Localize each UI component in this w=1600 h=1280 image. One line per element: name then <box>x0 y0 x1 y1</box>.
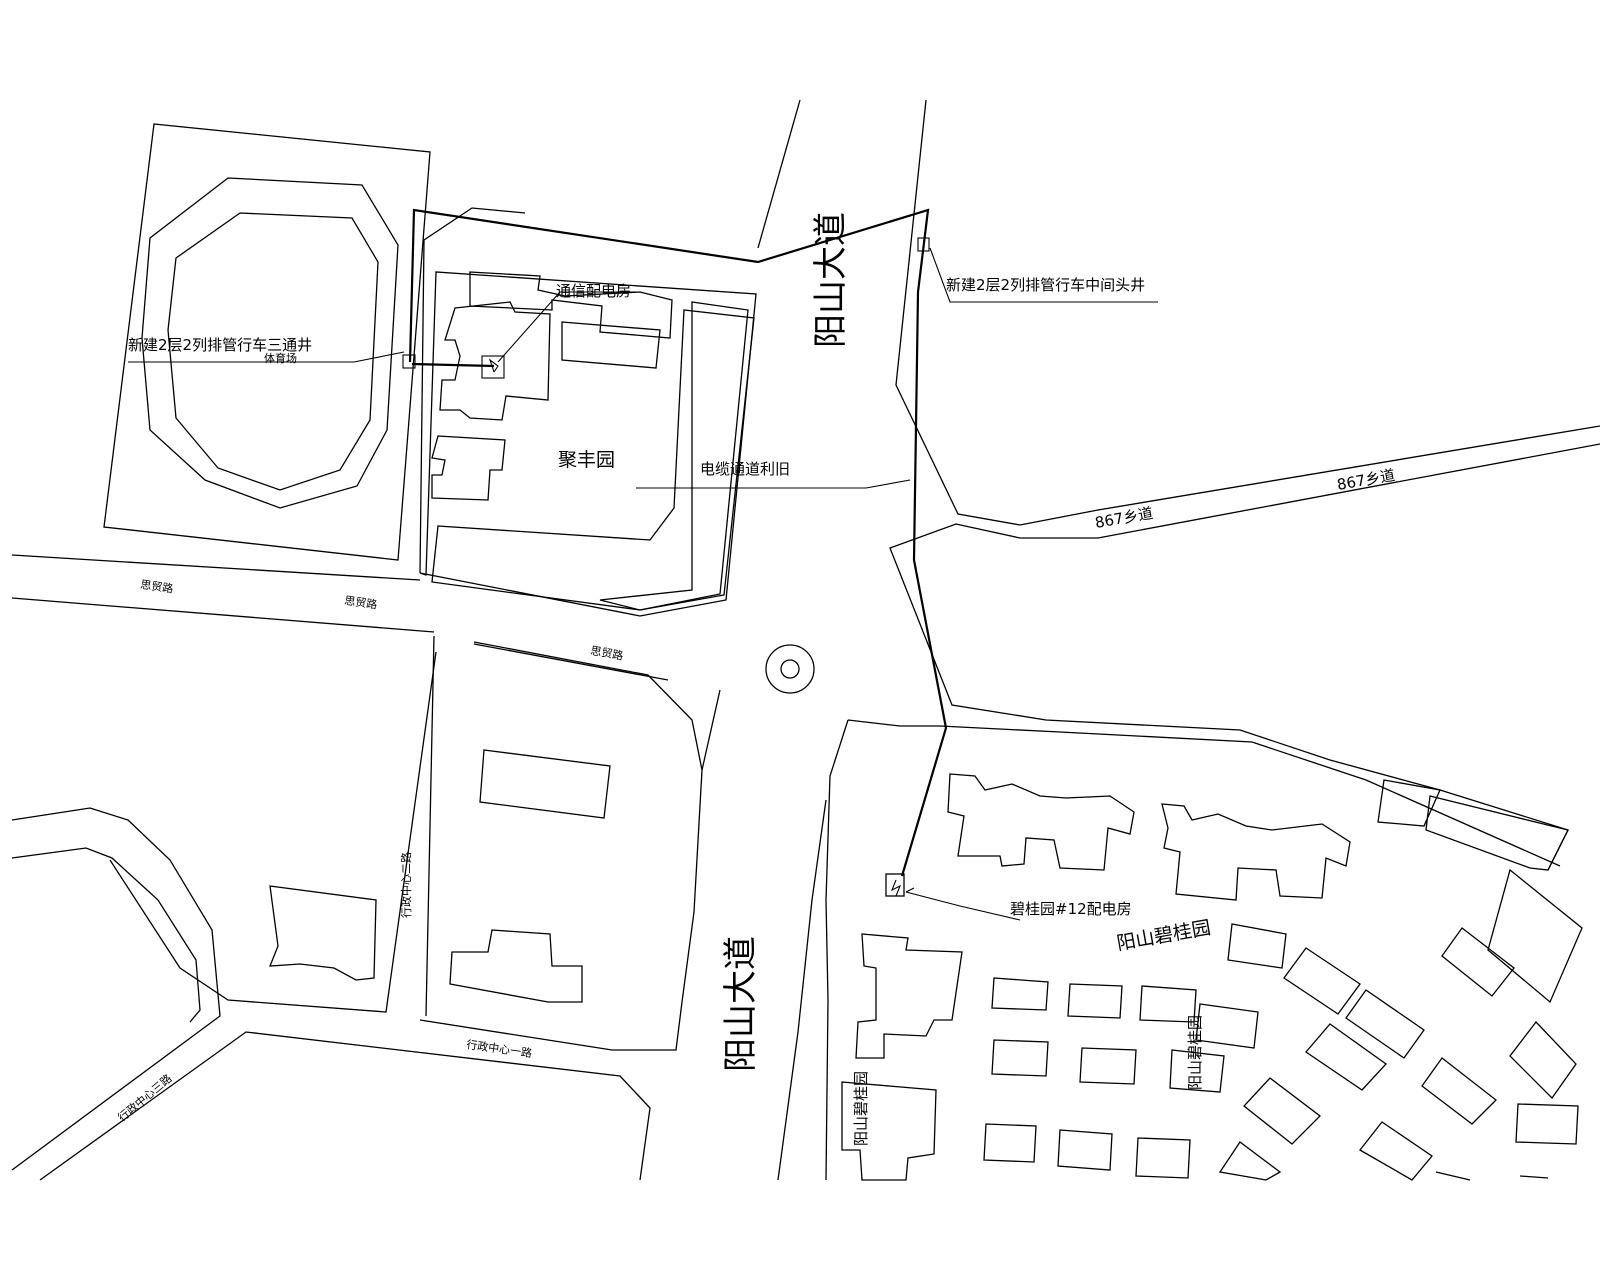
label-simao-road-2: 思贸路 <box>344 594 378 611</box>
label-new-well-tee: 新建2层2列排管行车三通井 <box>128 336 312 354</box>
label-yangshan-biguiyuan: 阳山碧桂园 <box>1115 917 1212 955</box>
label-admin-road-1: 行政中心一路 <box>466 1037 533 1060</box>
biguiyuan-substation-marker <box>885 873 905 897</box>
jufeng-garden-block <box>419 207 757 617</box>
label-cable-channel: 电缆通道利旧 <box>700 460 790 478</box>
cable-route <box>402 208 948 897</box>
label-biguiyuan-b: 阳山碧桂园 <box>852 1071 870 1146</box>
admin-block <box>269 749 611 1003</box>
label-comm-substation: 通信配电房 <box>556 282 631 300</box>
leader-lines <box>128 247 1158 921</box>
joint-well-marker <box>917 237 930 252</box>
label-yangshan-avenue-lower: 阳山大道 <box>721 936 761 1072</box>
label-new-well-joint: 新建2层2列排管行车中间头井 <box>946 276 1145 294</box>
roads <box>11 99 1600 1181</box>
label-biguiyuan-substation: 碧桂园#12配电房 <box>1010 900 1132 918</box>
label-county-road-1: 867乡道 <box>1094 504 1155 532</box>
label-yangshan-avenue: 阳山大道 <box>811 212 851 348</box>
stadium-block <box>103 123 431 561</box>
label-admin-road-3: 行政中心三路 <box>115 1071 175 1124</box>
comm-substation-marker <box>481 355 505 379</box>
label-admin-road-2: 行政中心二路 <box>399 852 413 918</box>
label-jufeng-garden: 聚丰园 <box>558 449 615 471</box>
label-stadium: 体育场 <box>264 351 297 365</box>
tee-well-marker <box>402 354 416 369</box>
label-simao-road-3: 思贸路 <box>589 644 624 663</box>
label-biguiyuan-a: 阳山碧桂园 <box>1186 1015 1204 1090</box>
label-simao-road-1: 思贸路 <box>140 578 174 595</box>
biguiyuan-estate <box>841 773 1583 1181</box>
label-county-road-2: 867乡道 <box>1336 466 1397 494</box>
